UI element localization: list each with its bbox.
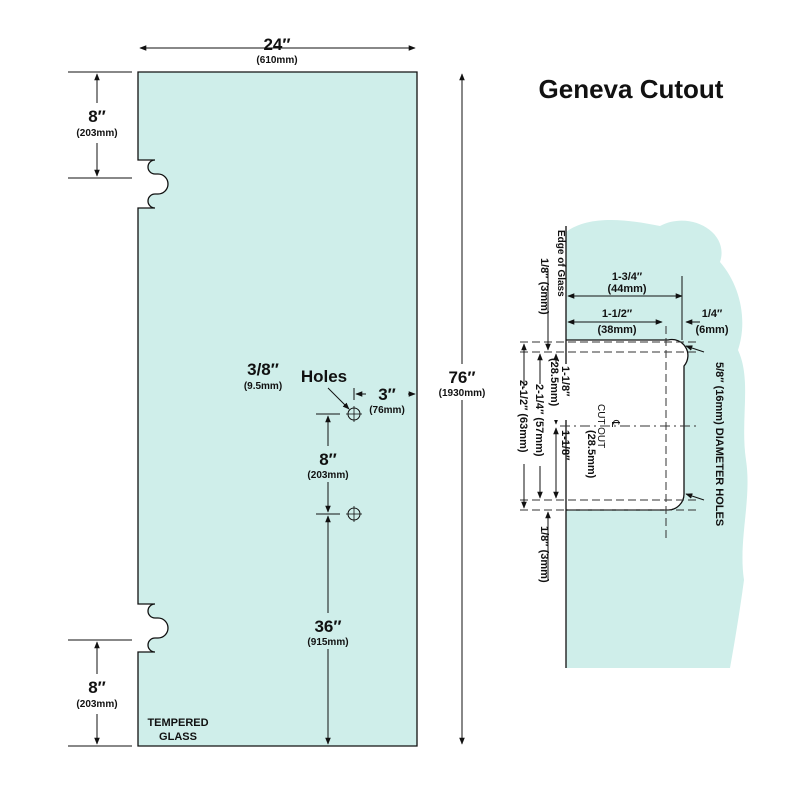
- centerline-symbol: ℄: [609, 419, 621, 427]
- panel-height-mm: (1930mm): [439, 388, 486, 399]
- overall-width: 1-3/4″: [612, 271, 643, 283]
- hole-height-dim: 36″: [314, 617, 341, 636]
- lower-half: 1-1/8″: [559, 430, 571, 461]
- hole-spacing-dim: 8″: [319, 450, 337, 469]
- quarter-width-mm: (6mm): [695, 324, 728, 336]
- hole-height-dim-mm: (915mm): [307, 637, 348, 648]
- upper-half-mm: (28.5mm): [548, 358, 560, 407]
- panel-width-mm: (610mm): [256, 55, 297, 66]
- hole-size-mm: (9.5mm): [244, 381, 282, 392]
- top-offset: 1/8″ (3mm): [538, 258, 550, 315]
- lower-half-mm: (28.5mm): [585, 430, 597, 479]
- bottom-cutout-dim: 8″: [88, 678, 106, 697]
- outer-height: 2-1/2″ (63mm): [517, 380, 529, 453]
- top-cutout-dim: 8″: [88, 107, 106, 126]
- inner-width: 1-1/2″: [602, 308, 633, 320]
- hole-upper: [346, 406, 362, 422]
- material-line2: GLASS: [159, 731, 197, 743]
- detail-glass: [566, 220, 748, 668]
- hole-edge-dim: 3″: [378, 385, 396, 404]
- top-cutout-dim-mm: (203mm): [76, 128, 117, 139]
- mid-height: 2-1/4″ (57mm): [533, 384, 545, 457]
- bottom-offset: 1/8″ (3mm): [538, 526, 550, 583]
- hole-edge-dim-mm: (76mm): [369, 405, 405, 416]
- overall-width-mm: (44mm): [607, 283, 646, 295]
- material-line1: TEMPERED: [147, 717, 208, 729]
- hole-lower: [346, 506, 362, 522]
- holes-label: Holes: [301, 367, 347, 386]
- hole-spacing-dim-mm: (203mm): [307, 470, 348, 481]
- holes-leader: [327, 387, 350, 410]
- hole-size: 3/8″: [247, 360, 279, 379]
- cutout-label: CUT OUT: [595, 404, 606, 448]
- edge-label: Edge of Glass: [555, 230, 566, 297]
- panel-height: 76″: [448, 368, 475, 387]
- quarter-width: 1/4″: [702, 308, 723, 320]
- upper-half: 1-1/8″: [559, 366, 571, 397]
- inner-width-mm: (38mm): [597, 324, 636, 336]
- bottom-cutout-dim-mm: (203mm): [76, 699, 117, 710]
- detail-title: Geneva Cutout: [539, 74, 724, 104]
- holes-note: 5/8″ (16mm) DIAMETER HOLES: [713, 362, 725, 526]
- cutout-edge: [566, 338, 689, 511]
- panel-width: 24″: [263, 35, 290, 54]
- glass-panel: [137, 71, 418, 747]
